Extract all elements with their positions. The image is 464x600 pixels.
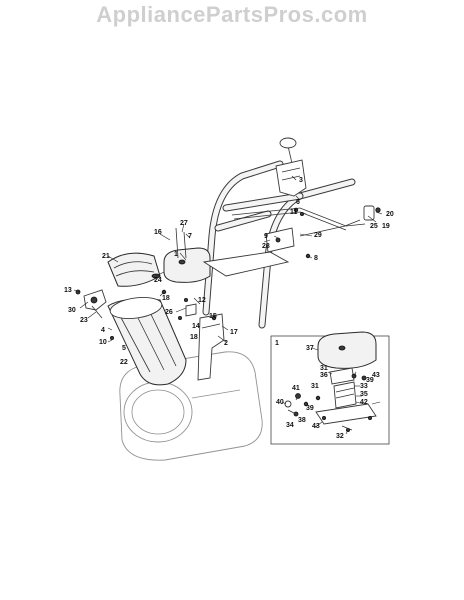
inset-label: 1 — [275, 340, 279, 347]
callout-29: 29 — [314, 232, 322, 239]
inset-callout-43a: 43 — [372, 372, 380, 379]
inset-callout-32: 32 — [336, 433, 344, 440]
callout-10: 10 — [99, 339, 107, 346]
callout-21: 21 — [102, 253, 110, 260]
callout-23: 23 — [80, 317, 88, 324]
callout-15: 15 — [209, 313, 217, 320]
callout-11: 11 — [290, 209, 298, 216]
inset-callout-36: 36 — [320, 372, 328, 379]
chute-plate — [202, 251, 290, 277]
callout-26: 26 — [165, 309, 173, 316]
inset-detail: 1 37 31 36 31 41 39 43 — [270, 331, 390, 445]
chute-deflector — [107, 252, 161, 287]
inset-callout-43b: 43 — [312, 423, 320, 430]
discharge-chute — [107, 297, 187, 386]
callout-8: 8 — [314, 255, 318, 262]
callout-20: 20 — [386, 211, 394, 218]
callout-28: 28 — [262, 243, 270, 250]
chute-side-bracket — [75, 289, 107, 319]
inset-callout-37: 37 — [306, 345, 314, 352]
callout-18b: 18 — [190, 334, 198, 341]
inset-callout-40: 40 — [276, 399, 284, 406]
callout-7: 7 — [188, 233, 192, 240]
inset-callout-35: 35 — [360, 391, 368, 398]
inset-callout-33: 33 — [360, 383, 368, 390]
chute-crank — [299, 205, 381, 237]
callout-17: 17 — [230, 329, 238, 336]
callout-9: 9 — [264, 233, 268, 240]
chute-cap — [163, 247, 211, 283]
main-hardware — [110, 207, 311, 340]
callout-14: 14 — [192, 323, 200, 330]
callout-25: 25 — [370, 223, 378, 230]
callout-18a: 18 — [162, 295, 170, 302]
callout-19: 19 — [382, 223, 390, 230]
watermark-text: AppliancePartsPros.com — [96, 2, 368, 27]
inset-callout-31b: 31 — [311, 383, 319, 390]
callout-30: 30 — [68, 307, 76, 314]
inset-callout-31a: 31 — [320, 365, 328, 372]
callout-22: 22 — [120, 359, 128, 366]
control-lever-assembly — [275, 137, 307, 197]
callout-2: 2 — [224, 340, 228, 347]
chute-bracket — [197, 313, 225, 381]
callout-27: 27 — [180, 220, 188, 227]
callout-12: 12 — [198, 297, 206, 304]
callout-13: 13 — [64, 287, 72, 294]
callout-1: 1 — [174, 251, 178, 258]
leader-lines — [73, 175, 383, 343]
inset-callout-41: 41 — [292, 385, 300, 392]
inset-callout-39b: 39 — [306, 405, 314, 412]
callout-3: 3 — [299, 177, 303, 184]
inset-callout-39a: 39 — [366, 377, 374, 384]
inset-callout-38: 38 — [298, 417, 306, 424]
inset-callout-34: 34 — [286, 422, 294, 429]
callout-4: 4 — [101, 327, 105, 334]
crank-bracket — [265, 227, 295, 253]
main-callouts: 1 2 3 4 5 6 7 8 9 10 11 12 13 14 15 16 1… — [64, 177, 394, 366]
inset-callout-42: 42 — [360, 399, 368, 406]
callout-5: 5 — [122, 345, 126, 352]
callout-24: 24 — [154, 277, 162, 284]
callout-6: 6 — [296, 199, 300, 206]
callout-16: 16 — [154, 229, 162, 236]
